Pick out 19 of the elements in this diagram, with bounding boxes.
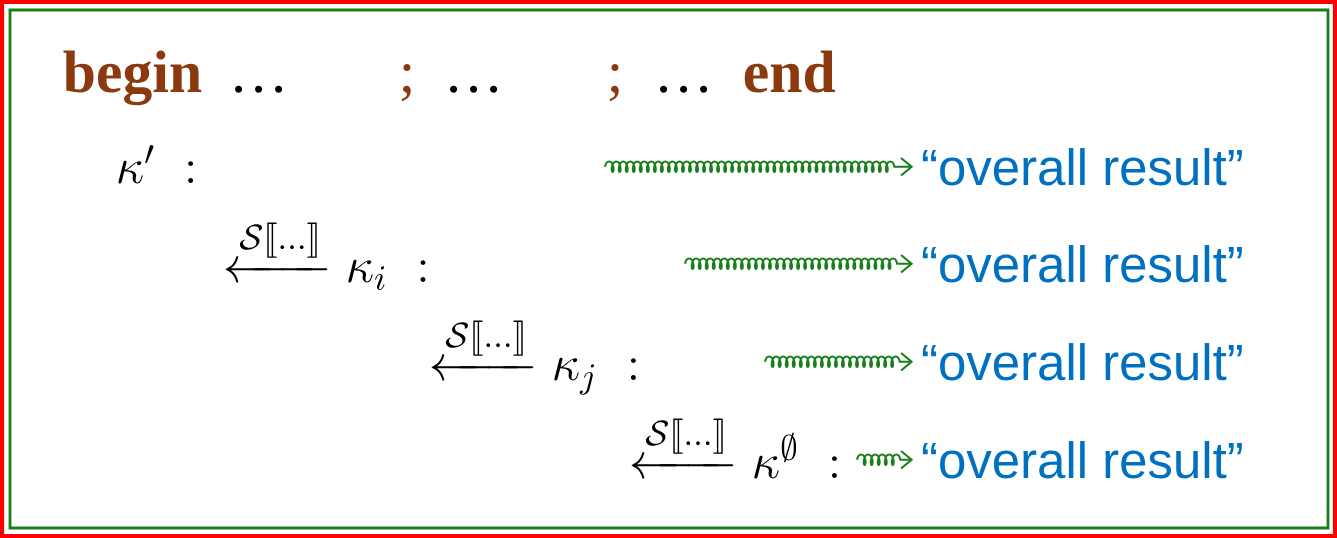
squiggle-arrow bbox=[684, 254, 914, 274]
semicolon: ; bbox=[609, 63, 619, 102]
ellipsis: … bbox=[450, 85, 498, 93]
result-text: “overall result” bbox=[922, 148, 1242, 186]
result-text: “overall result” bbox=[922, 441, 1242, 479]
formula: $\kappa'\;:$ bbox=[118, 144, 194, 184]
ellipsis: … bbox=[660, 85, 708, 93]
keyword: begin bbox=[63, 50, 202, 106]
squiggle-arrow bbox=[856, 450, 914, 470]
keyword: end bbox=[744, 50, 836, 93]
formula: $\xleftarrow{\mathcal{S}\llbracket\ldots\rrbracket}\kappa^{\emptyset}\;:$ bbox=[631, 418, 837, 479]
squiggle-arrow bbox=[604, 157, 914, 177]
squiggle-arrow bbox=[764, 352, 914, 372]
result-text: “overall result” bbox=[922, 343, 1242, 381]
formula: $\xleftarrow{\mathcal{S}\llbracket\ldots\rrbracket}\kappa_j\;:$ bbox=[431, 320, 636, 395]
result-text: “overall result” bbox=[922, 245, 1242, 283]
semicolon: ; bbox=[401, 63, 411, 102]
formula: $\xleftarrow{\mathcal{S}\llbracket\ldots\rrbracket}\kappa_i\;:$ bbox=[225, 222, 426, 290]
ellipsis: … bbox=[235, 85, 283, 93]
